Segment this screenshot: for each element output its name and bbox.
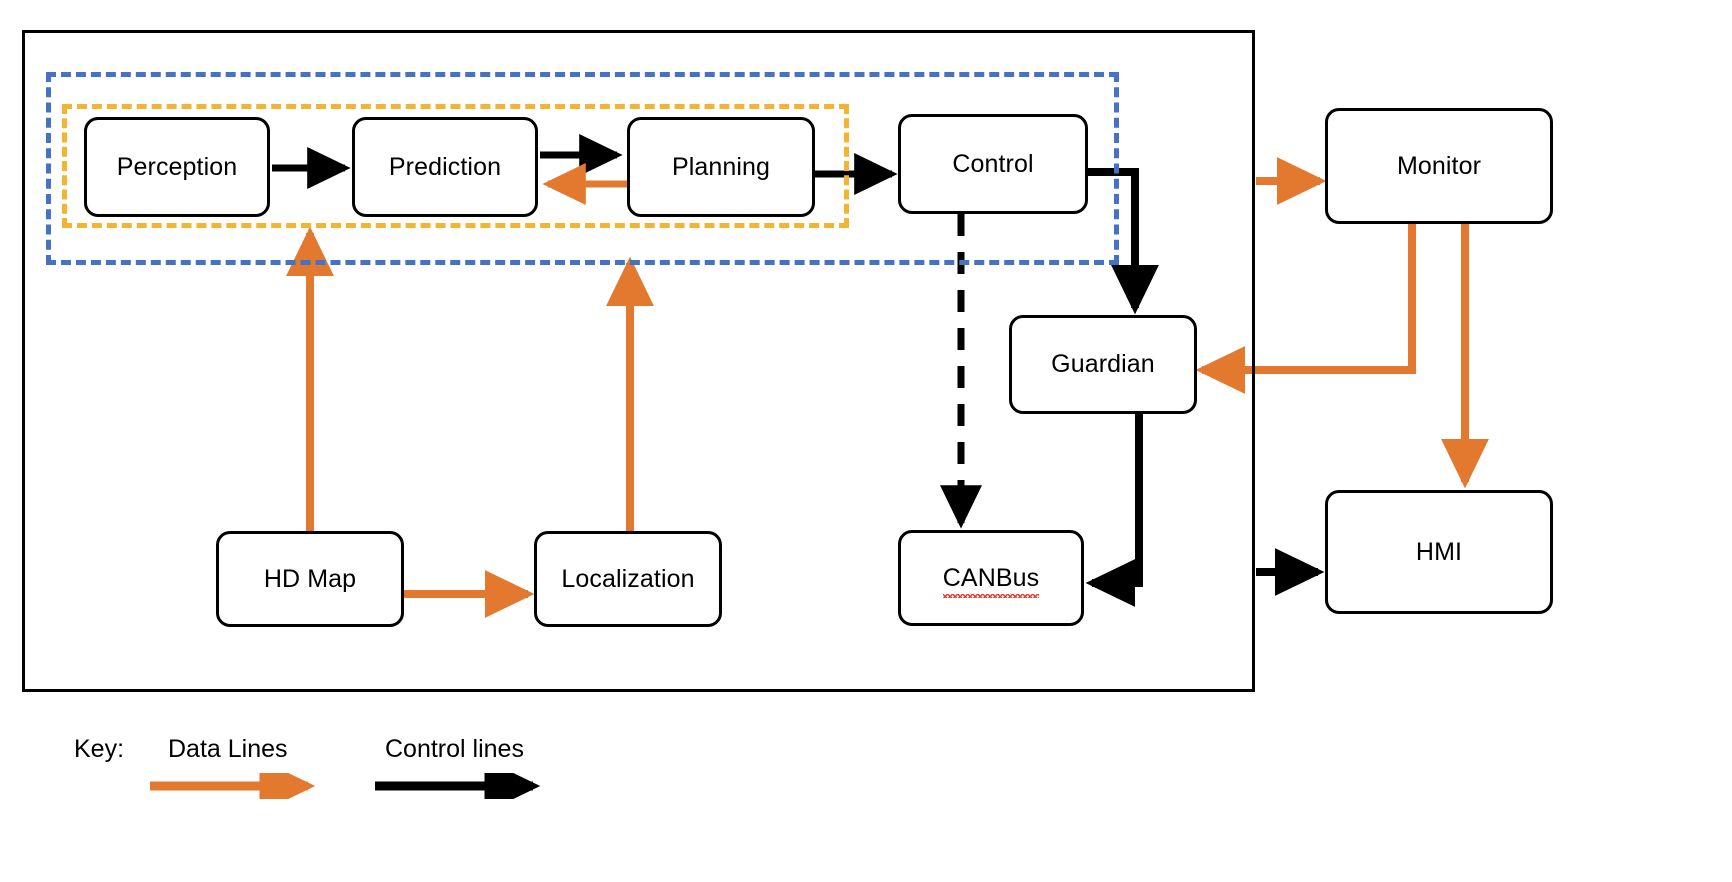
legend-data-arrow-icon (150, 773, 316, 799)
legend-data-lines-label: Data Lines (168, 735, 288, 763)
node-control[interactable]: Control (898, 114, 1088, 214)
node-hmi-label: HMI (1415, 537, 1463, 566)
node-hd-map[interactable]: HD Map (216, 531, 404, 627)
legend-control-lines-label: Control lines (385, 735, 524, 763)
legend: Key: Data Lines Control lines (60, 725, 680, 825)
node-guardian-label: Guardian (1051, 350, 1155, 378)
node-monitor[interactable]: Monitor (1325, 108, 1553, 224)
node-prediction[interactable]: Prediction (352, 117, 538, 217)
legend-control-arrow-icon (375, 773, 541, 799)
node-localization-label: Localization (561, 564, 695, 593)
group-inner-dashed-yellow (62, 104, 849, 228)
node-localization[interactable]: Localization (534, 531, 722, 627)
node-canbus-label: CANBus (942, 563, 1040, 598)
node-planning-label: Planning (671, 152, 771, 181)
legend-key-label: Key: (74, 735, 125, 763)
node-monitor-label: Monitor (1396, 151, 1482, 180)
node-canbus[interactable]: CANBus (898, 530, 1084, 626)
node-prediction-label: Prediction (388, 152, 502, 181)
node-guardian[interactable]: Guardian (1009, 315, 1197, 414)
node-planning[interactable]: Planning (627, 117, 815, 217)
node-control-label: Control (952, 149, 1034, 178)
node-perception[interactable]: Perception (84, 117, 270, 217)
node-perception-label: Perception (116, 152, 238, 181)
node-hd-map-label: HD Map (263, 564, 357, 593)
node-hmi[interactable]: HMI (1325, 490, 1553, 614)
